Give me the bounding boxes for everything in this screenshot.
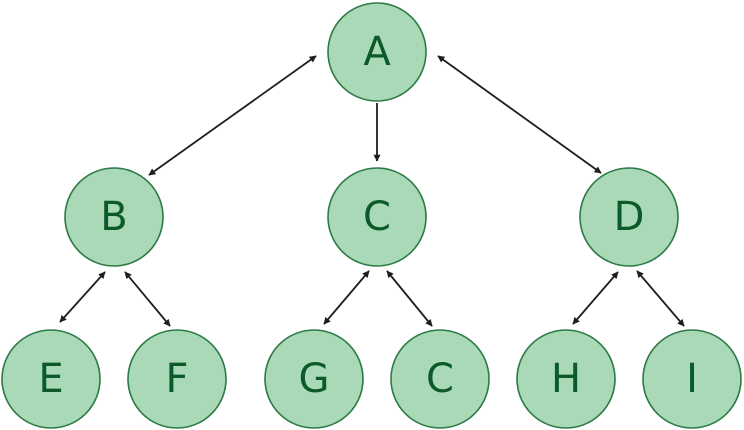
node-c-circle	[327, 167, 427, 267]
node-i-circle	[642, 329, 742, 429]
node-c2: C	[390, 329, 490, 429]
node-h: H	[516, 329, 616, 429]
node-f-label: F	[165, 356, 188, 402]
node-b-label: B	[100, 194, 127, 240]
node-d-circle	[579, 167, 679, 267]
node-g-circle	[264, 329, 364, 429]
node-e-label: E	[38, 356, 63, 402]
node-a-circle	[327, 2, 427, 102]
node-a: A	[327, 2, 427, 102]
edge-d-h	[572, 271, 619, 325]
edge-a-b	[148, 55, 317, 176]
node-b: B	[64, 167, 164, 267]
node-b-circle	[64, 167, 164, 267]
node-h-label: H	[551, 356, 581, 402]
node-i-label: I	[686, 356, 698, 402]
node-c: C	[327, 167, 427, 267]
node-d: D	[579, 167, 679, 267]
node-g: G	[264, 329, 364, 429]
node-h-circle	[516, 329, 616, 429]
edge-c-c2	[386, 270, 433, 327]
node-i: I	[642, 329, 742, 429]
node-c-label: C	[363, 194, 391, 240]
node-d-label: D	[614, 194, 645, 240]
node-c2-circle	[390, 329, 490, 429]
edge-c-g	[323, 270, 370, 325]
edge-a-d	[437, 55, 602, 174]
edge-d-i	[636, 270, 685, 327]
edge-b-e	[59, 271, 106, 323]
node-e: E	[1, 329, 101, 429]
node-f: F	[127, 329, 227, 429]
edges	[59, 55, 685, 327]
node-g-label: G	[299, 356, 330, 402]
node-c2-label: C	[426, 356, 454, 402]
node-e-circle	[1, 329, 101, 429]
node-f-circle	[127, 329, 227, 429]
edge-b-f	[124, 271, 171, 327]
node-a-label: A	[363, 29, 391, 75]
